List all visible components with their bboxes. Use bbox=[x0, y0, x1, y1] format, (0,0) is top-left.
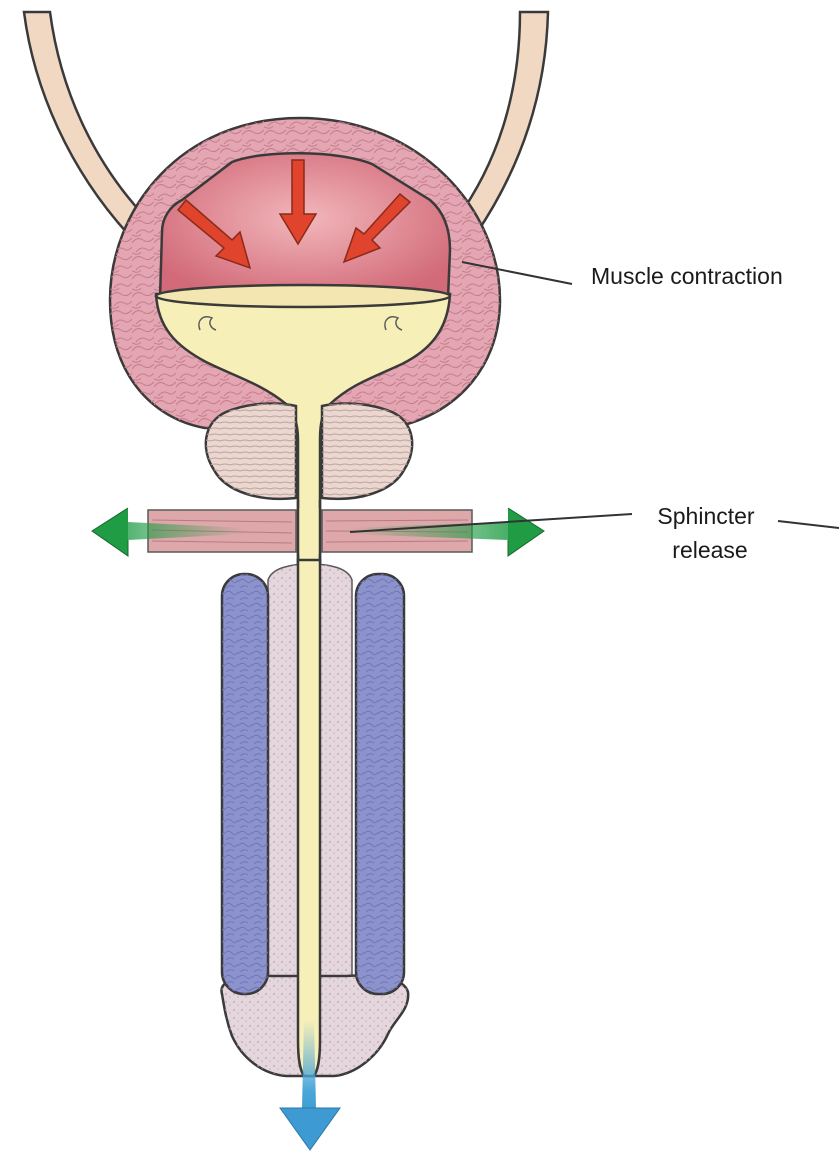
label-release: release bbox=[672, 537, 747, 563]
left-ureter bbox=[24, 12, 146, 234]
leader-line-sphincter-right bbox=[778, 521, 839, 528]
label-muscle-contraction: Muscle contraction bbox=[591, 263, 783, 289]
bladder-neck-surface bbox=[156, 285, 450, 307]
label-sphincter: Sphincter bbox=[657, 503, 755, 529]
penile-urethra bbox=[298, 560, 320, 1076]
right-ureter bbox=[456, 12, 548, 234]
